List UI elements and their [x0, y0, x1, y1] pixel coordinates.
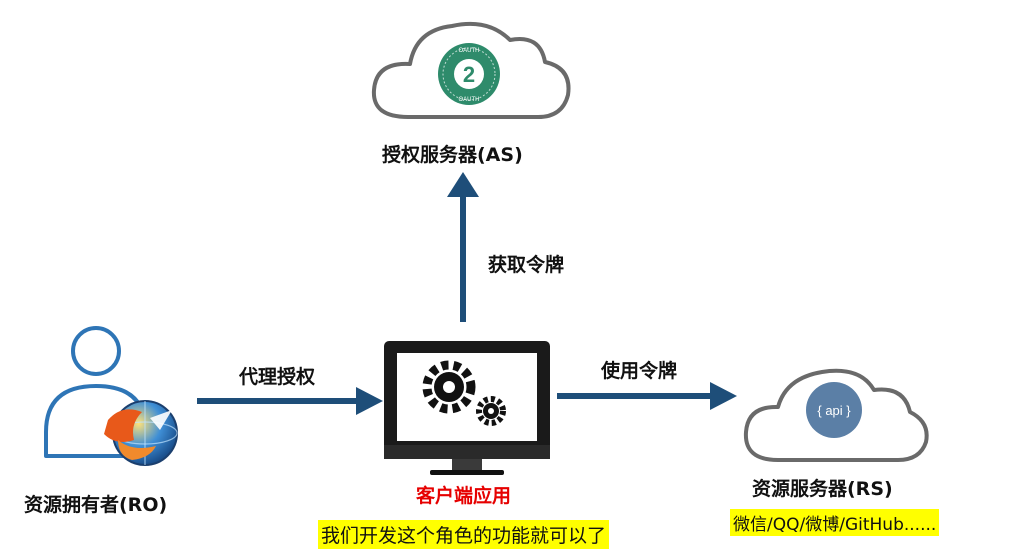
oauth-badge-number: 2 [463, 62, 475, 87]
auth-server-label: 授权服务器(AS) [382, 144, 523, 166]
proxy-auth-arrow [197, 387, 383, 415]
resource-server-cloud-icon: { api } [743, 368, 929, 462]
small-gear-icon [476, 396, 506, 426]
large-gear-icon [422, 360, 476, 414]
proxy-auth-label: 代理授权 [239, 366, 316, 388]
oauth-badge-icon: 2 OAUTH OAUTH [438, 43, 500, 105]
api-badge-icon: { api } [806, 382, 862, 438]
api-badge-text: { api } [817, 403, 851, 418]
use-token-arrow [557, 382, 737, 410]
client-app-note: 我们开发这个角色的功能就可以了 [318, 520, 610, 549]
auth-server-cloud-icon: 2 OAUTH OAUTH [371, 21, 571, 120]
use-token-label: 使用令牌 [601, 360, 678, 382]
oauth-ring-text-top: OAUTH [459, 48, 480, 54]
user-with-browser-icon [44, 326, 178, 466]
client-app-label: 客户端应用 [416, 485, 512, 507]
get-token-arrow [447, 172, 479, 322]
monitor-gears-icon [384, 341, 550, 475]
resource-server-label: 资源服务器(RS) [752, 478, 893, 500]
resource-server-note: 微信/QQ/微博/GitHub...... [730, 509, 940, 536]
resource-owner-label: 资源拥有者(RO) [24, 494, 168, 516]
get-token-label: 获取令牌 [488, 254, 565, 276]
browser-globe-icon [104, 400, 178, 466]
oauth-ring-text-bottom: OAUTH [459, 97, 480, 103]
